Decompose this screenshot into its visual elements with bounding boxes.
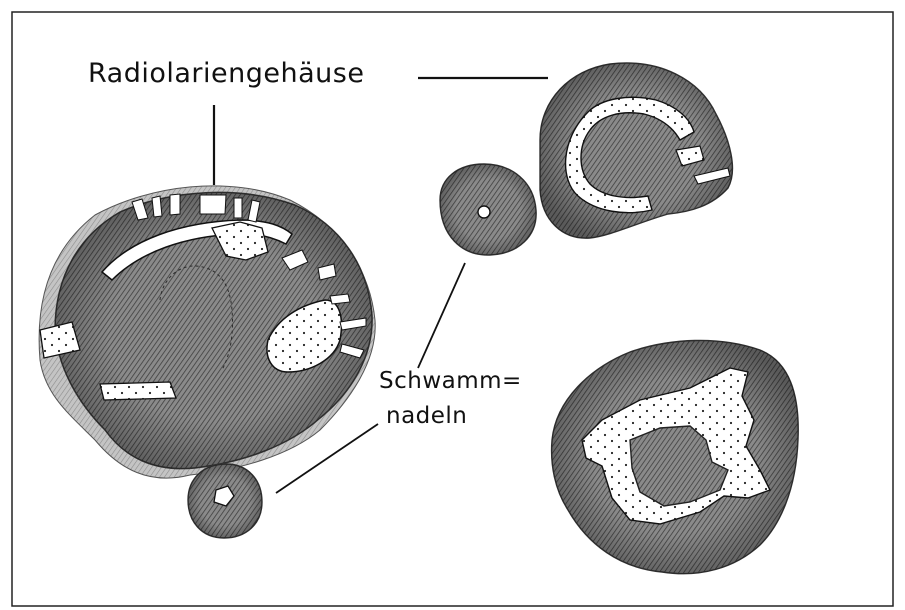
- label-sponge-spicules-line1: Schwamm=: [379, 368, 522, 394]
- white-fragment-3: [330, 294, 350, 304]
- spine-4: [200, 195, 226, 214]
- spicule-canal: [478, 206, 490, 218]
- stippled-fragment-bottom: [100, 382, 176, 400]
- leader-line-spicule-top: [418, 263, 465, 368]
- radiolarian-grain-lower-right: [552, 340, 799, 573]
- spine-5: [234, 198, 242, 218]
- label-radiolarian-shells: Radiolariengehäuse: [88, 58, 364, 89]
- sponge-spicule-bottom: [188, 464, 262, 538]
- label-sponge-spicules-line2: nadeln: [386, 403, 467, 429]
- spine-3: [170, 194, 180, 215]
- large-radiolarian-grain: [39, 186, 375, 478]
- spine-2: [152, 196, 162, 217]
- radiolarian-grain-upper-right: [540, 63, 732, 238]
- sponge-spicule-top: [440, 164, 536, 255]
